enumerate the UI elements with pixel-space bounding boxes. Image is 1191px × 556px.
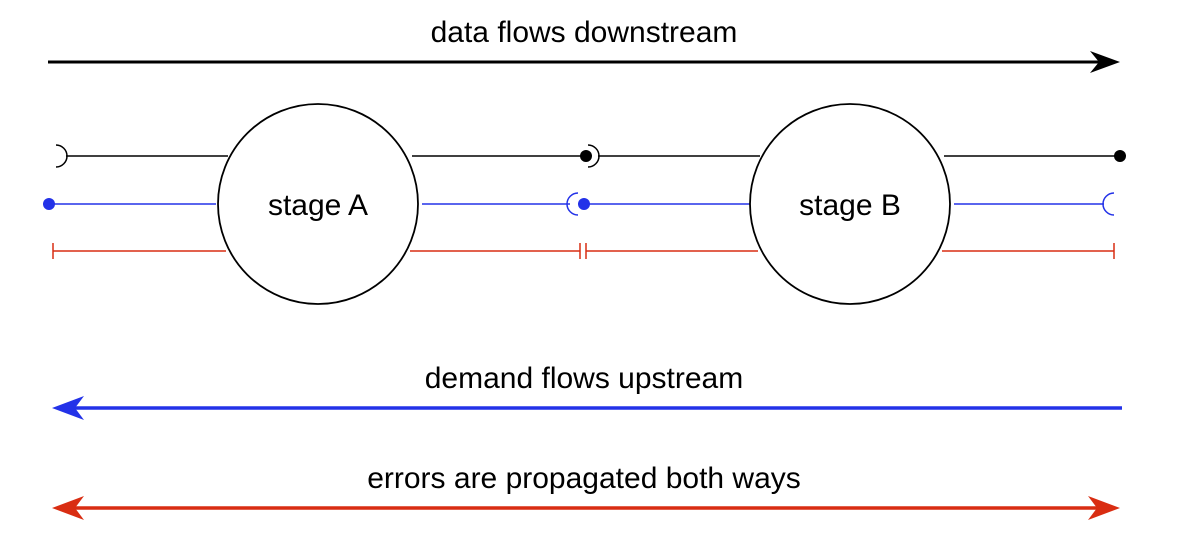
stage-b-data-output-port bbox=[1114, 150, 1126, 162]
stage-b-node: stage B bbox=[749, 103, 951, 305]
stage-b-demand-lines bbox=[584, 192, 1115, 216]
stage-b-label: stage B bbox=[799, 189, 901, 222]
data-flow-arrow bbox=[48, 51, 1120, 73]
stage-a-demand-input-port bbox=[43, 198, 55, 210]
stage-a-label: stage A bbox=[268, 189, 368, 222]
stage-b-demand-input-port bbox=[578, 198, 590, 210]
stage-a-data-lines bbox=[55, 144, 586, 168]
stage-a-error-lines bbox=[52, 243, 581, 259]
stage-a-node: stage A bbox=[217, 103, 419, 305]
stage-a-data-output-port bbox=[580, 150, 592, 162]
error-flow-caption: errors are propagated both ways bbox=[367, 462, 801, 495]
error-flow-arrow bbox=[52, 496, 1120, 520]
stage-b-data-lines bbox=[587, 144, 1120, 168]
stage-a-demand-lines bbox=[49, 192, 579, 216]
stage-a-circle bbox=[217, 103, 419, 305]
demand-flow-arrow bbox=[52, 396, 1122, 420]
stage-b-circle bbox=[749, 103, 951, 305]
demand-flow-caption: demand flows upstream bbox=[425, 362, 744, 395]
stage-b-error-lines bbox=[585, 243, 1115, 259]
data-flow-caption: data flows downstream bbox=[431, 16, 738, 49]
